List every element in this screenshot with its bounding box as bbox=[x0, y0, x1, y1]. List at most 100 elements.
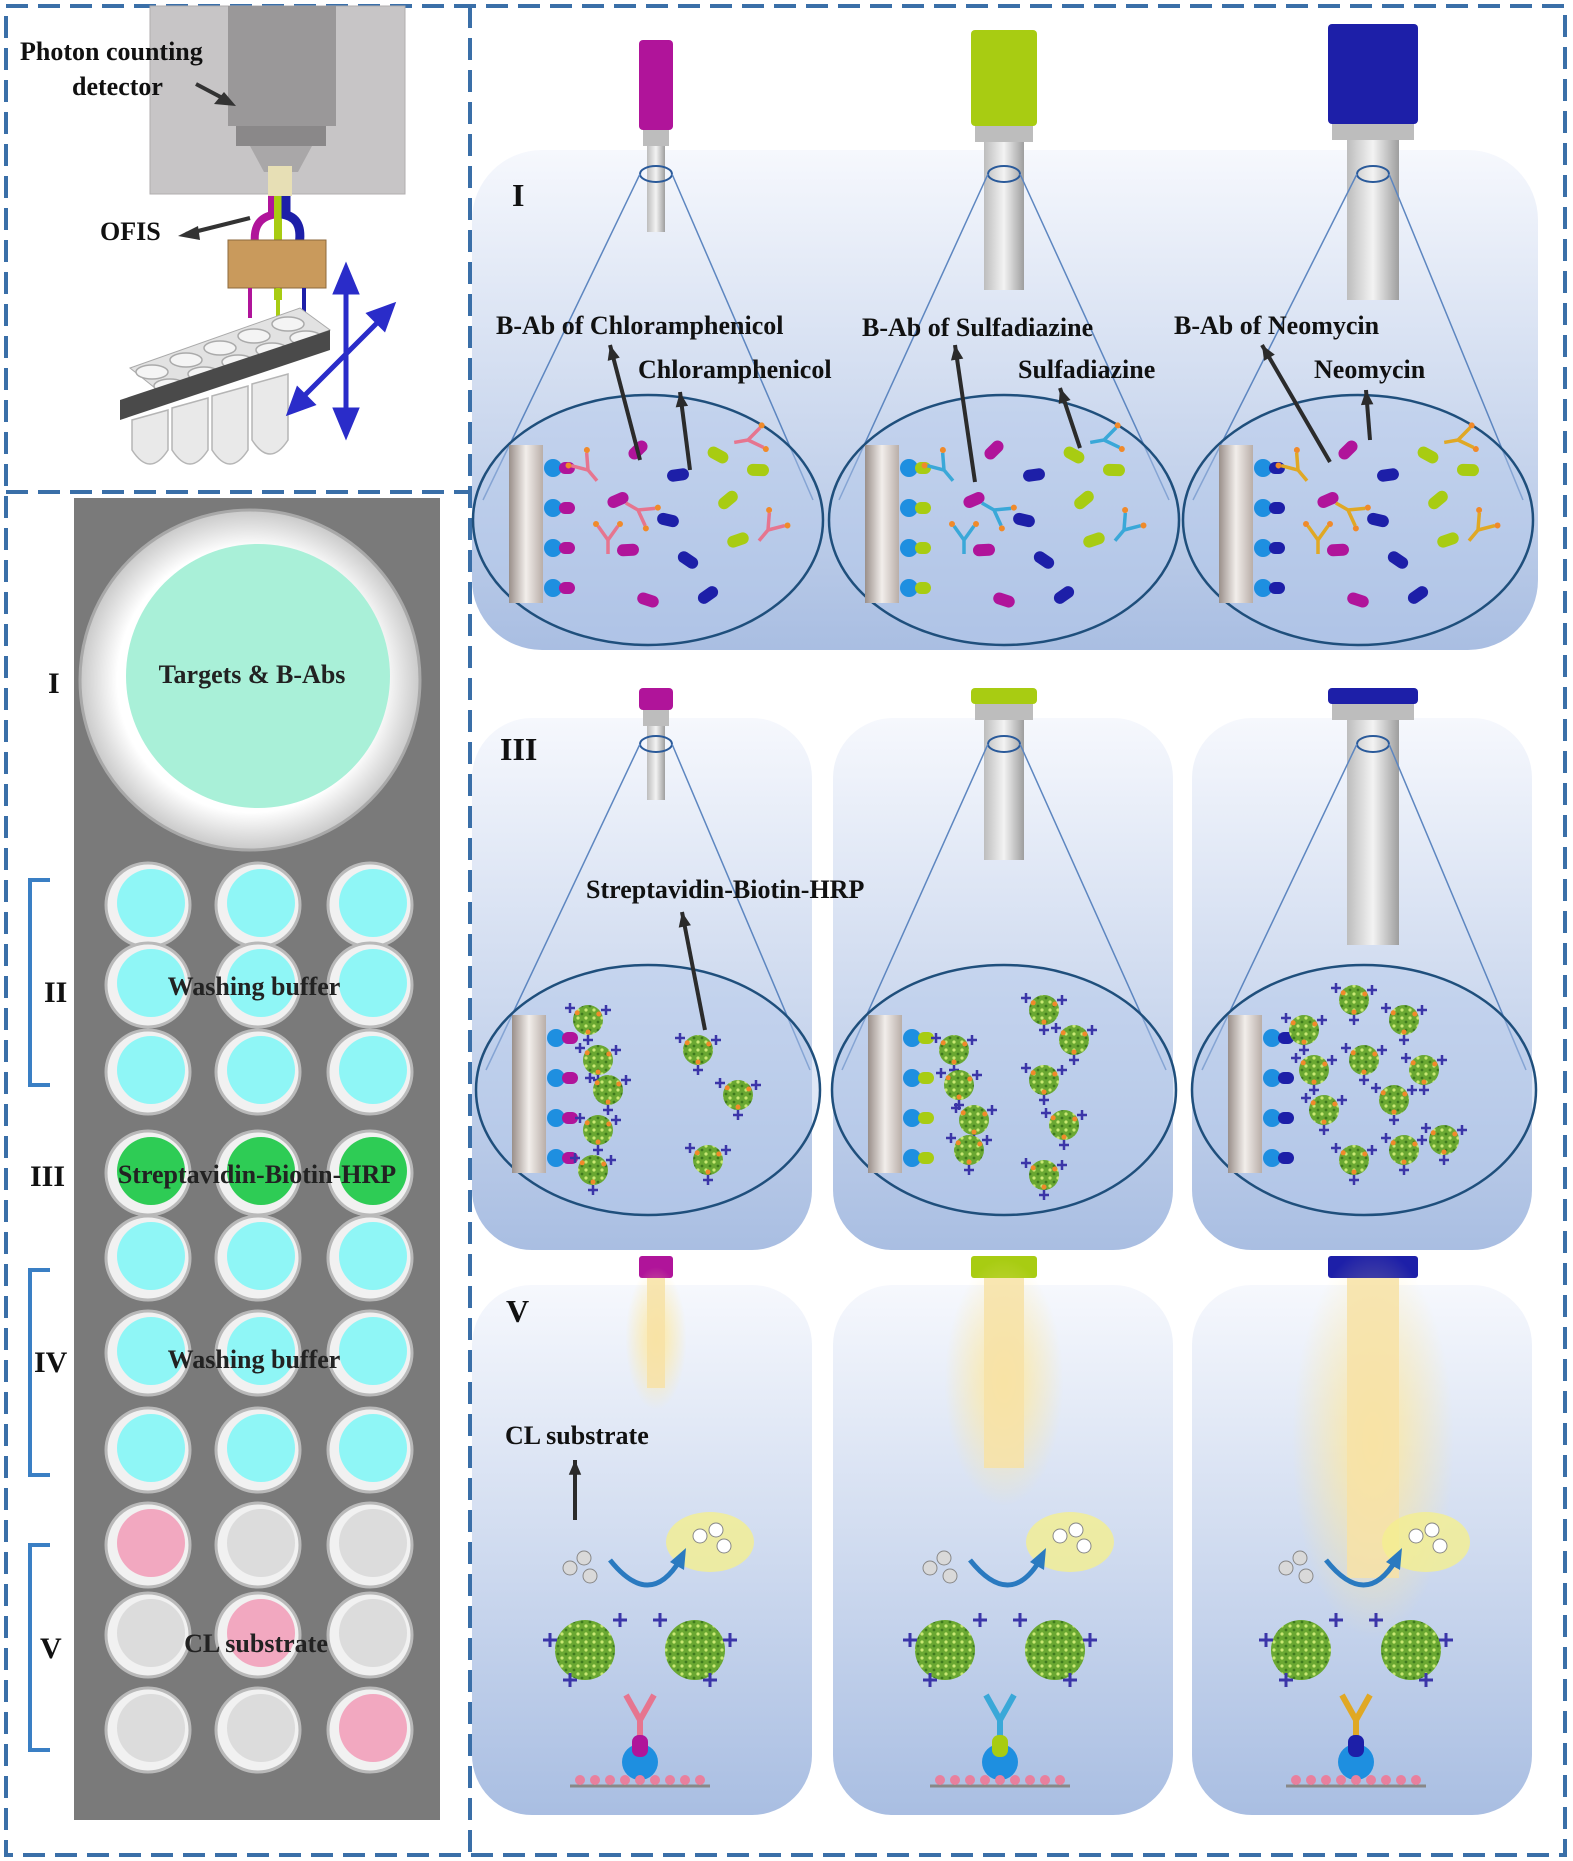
surface-linker bbox=[1055, 1775, 1065, 1785]
antibody-arm bbox=[1443, 426, 1475, 449]
immobilized-antigen bbox=[903, 1149, 921, 1167]
fiber-cap bbox=[971, 688, 1037, 704]
surface-linker bbox=[1291, 1775, 1301, 1785]
zoom-cone-line bbox=[1201, 743, 1358, 1071]
streptavidin-mark bbox=[1399, 1035, 1409, 1045]
immobilized-antigen bbox=[547, 1069, 565, 1087]
biotin-tag bbox=[1140, 522, 1147, 529]
biotin-antibody bbox=[981, 501, 1017, 532]
streptavidin-mark bbox=[583, 1035, 593, 1045]
immobilized-antigen bbox=[900, 539, 918, 557]
streptavidin-mark bbox=[593, 1145, 603, 1155]
biotin-tag bbox=[1060, 1030, 1066, 1036]
surface-linker bbox=[650, 1775, 660, 1785]
streptavidin-mark bbox=[1301, 1093, 1311, 1103]
biotin-tag bbox=[694, 1150, 700, 1156]
biotin-tag bbox=[1401, 1159, 1407, 1165]
biotin-tag bbox=[1052, 1001, 1058, 1007]
bracket-II bbox=[28, 878, 50, 1087]
fiber-ferrule bbox=[643, 710, 669, 726]
streptavidin-mark bbox=[1377, 1045, 1387, 1055]
antibody-arm bbox=[926, 452, 955, 482]
pointer-arrow bbox=[608, 344, 642, 461]
substrate-molecule bbox=[1278, 1560, 1294, 1576]
biotin-tag bbox=[606, 1051, 612, 1057]
antibody-arm bbox=[1113, 512, 1142, 542]
streptavidin-mark bbox=[972, 1070, 982, 1080]
biotin-tag bbox=[973, 521, 979, 527]
hrp-text: Streptavidin-Biotin-HRP bbox=[118, 1160, 396, 1189]
biotin-tag bbox=[605, 1099, 611, 1105]
biotin-tag bbox=[1050, 1115, 1056, 1121]
bound-target bbox=[1348, 1735, 1364, 1757]
streptavidin-mark bbox=[1087, 1025, 1097, 1035]
streptavidin-mark bbox=[721, 1145, 731, 1155]
antibody-arm bbox=[733, 426, 765, 449]
panel-V-card bbox=[833, 1285, 1173, 1815]
pointer-arrow bbox=[680, 911, 707, 1031]
target-molecule bbox=[727, 532, 749, 548]
detector-illustration: Photon counting detector OFIS bbox=[20, 5, 406, 465]
biotin-tag bbox=[1275, 462, 1282, 469]
biotin-tag bbox=[1327, 521, 1333, 527]
streptavidin-mark bbox=[1337, 1095, 1347, 1105]
target-molecule bbox=[657, 512, 679, 528]
hrp-panel-label: Streptavidin-Biotin-HRP bbox=[586, 875, 864, 904]
biotin-tag bbox=[766, 507, 773, 514]
target-molecule bbox=[1023, 468, 1045, 482]
surface-linker bbox=[1411, 1775, 1421, 1785]
streptavidin-mark bbox=[1369, 1613, 1383, 1627]
biotin-tag bbox=[1412, 1011, 1418, 1017]
surface-linker bbox=[1040, 1775, 1050, 1785]
target-molecule bbox=[747, 463, 769, 477]
biotin-tag bbox=[1350, 1050, 1356, 1056]
biotin-tag bbox=[1310, 1100, 1316, 1106]
panel-roman-I: I bbox=[512, 177, 524, 213]
plate-well-fill bbox=[227, 1137, 295, 1205]
biotin-tag bbox=[1390, 1140, 1396, 1146]
biotin-tag bbox=[1430, 1130, 1436, 1136]
streptavidin-mark bbox=[1331, 983, 1341, 993]
fiber-ferrule bbox=[1332, 124, 1414, 140]
biotin-tag bbox=[758, 422, 765, 429]
antibody-arm bbox=[596, 524, 620, 554]
immobilized-antigen bbox=[1254, 539, 1272, 557]
fiber-cap bbox=[1328, 688, 1418, 704]
biotin-tag bbox=[1432, 1061, 1438, 1067]
antigen-hapten bbox=[562, 1072, 578, 1084]
fiber-ferrule bbox=[1332, 704, 1414, 720]
substrate-molecule bbox=[1292, 1550, 1308, 1566]
streptavidin-mark bbox=[923, 1673, 937, 1687]
streptavidin-mark bbox=[606, 1155, 616, 1165]
biotin-antibody bbox=[593, 521, 623, 554]
biotin-antibody bbox=[757, 507, 791, 542]
pointer-arrow bbox=[1260, 343, 1332, 464]
pointer-arrowhead bbox=[607, 345, 620, 361]
target-molecule bbox=[1428, 490, 1448, 510]
target-molecule bbox=[637, 592, 659, 608]
product-glow bbox=[1382, 1512, 1470, 1572]
biotin-tag bbox=[1311, 1079, 1317, 1085]
immobilized-antigen bbox=[900, 499, 918, 517]
zoom-view bbox=[1181, 393, 1535, 647]
washing-text-IV: Washing buffer bbox=[168, 1345, 341, 1374]
product-molecule bbox=[1052, 1528, 1068, 1544]
streptavidin-mark bbox=[1419, 1673, 1433, 1687]
biotin-tag bbox=[1118, 446, 1125, 453]
streptavidin-mark bbox=[543, 1633, 557, 1647]
biotin-tag bbox=[921, 462, 928, 469]
biotin-tag bbox=[1082, 1031, 1088, 1037]
surface-linker bbox=[1351, 1775, 1361, 1785]
biotin-tag bbox=[617, 521, 623, 527]
biotin-tag bbox=[1300, 1060, 1306, 1066]
streptavidin-mark bbox=[621, 1075, 631, 1085]
target-label-chloramphenicol: Chloramphenicol bbox=[638, 355, 832, 384]
product-glow bbox=[1026, 1512, 1114, 1572]
substrate-molecule bbox=[922, 1560, 938, 1576]
streptavidin-mark bbox=[1039, 1025, 1049, 1035]
hrp-complex bbox=[959, 1105, 989, 1135]
streptavidin-mark bbox=[1083, 1633, 1097, 1647]
streptavidin-mark bbox=[1077, 1110, 1087, 1120]
cl-panel-label: CL substrate bbox=[505, 1421, 649, 1450]
